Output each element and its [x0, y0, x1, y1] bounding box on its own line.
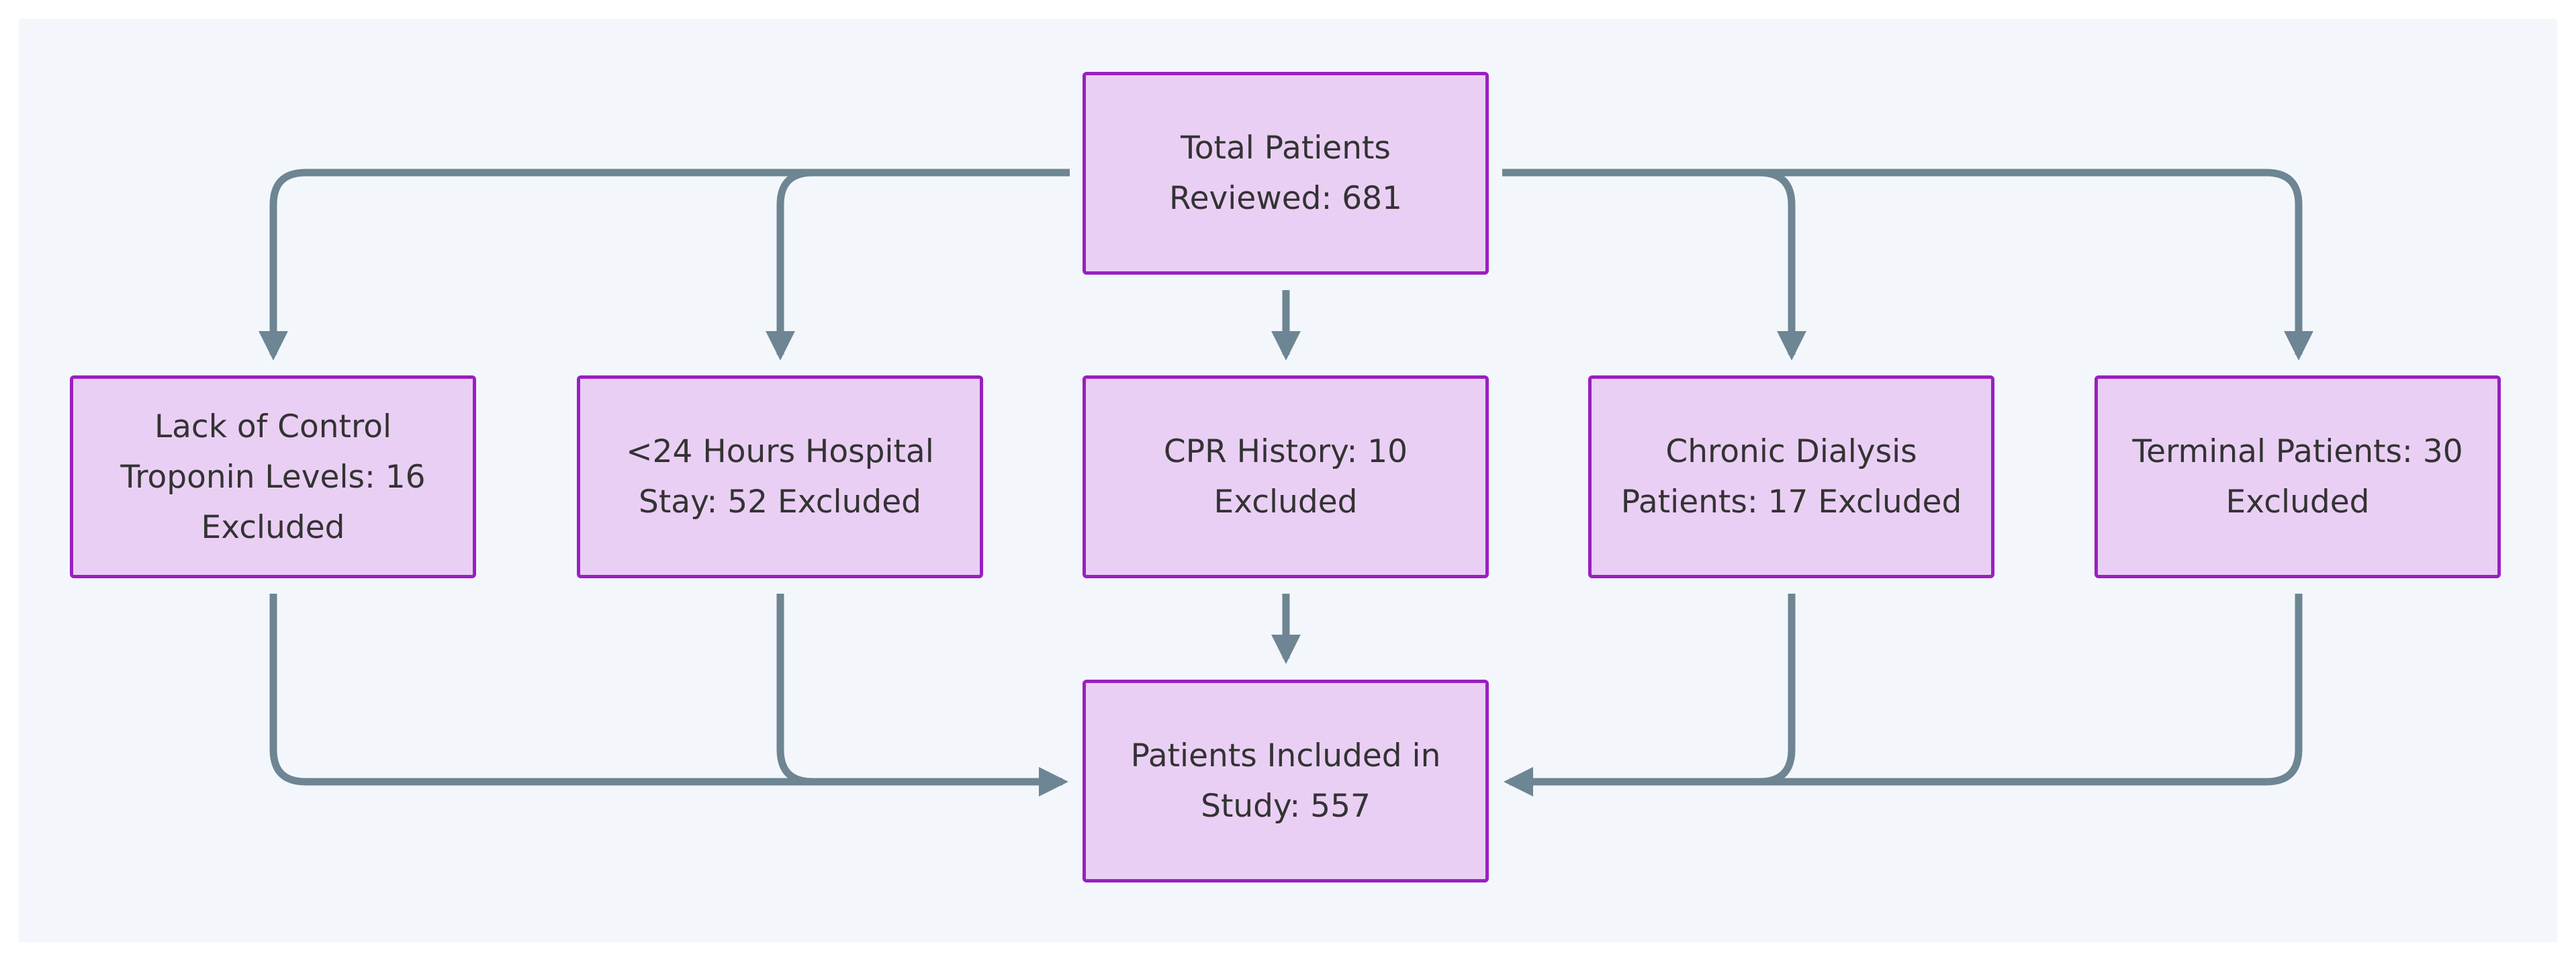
- node-dialysis-excluded: Chronic Dialysis Patients: 17 Excluded: [1588, 375, 1994, 578]
- edge-total-to-dialysis: [1502, 169, 1806, 361]
- node-patients-included-label: Patients Included in Study: 557: [1130, 737, 1441, 825]
- node-cpr-excluded-label: CPR History: 10 Excluded: [1163, 433, 1408, 520]
- node-hospital-stay-excluded-label: <24 Hours Hospital Stay: 52 Excluded: [626, 433, 934, 520]
- node-terminal-excluded: Terminal Patients: 30 Excluded: [2095, 375, 2501, 578]
- node-terminal-excluded-label: Terminal Patients: 30 Excluded: [2132, 433, 2463, 520]
- node-total-patients-label: Total Patients Reviewed: 681: [1169, 130, 1402, 217]
- edge-terminal-to-included: [1504, 594, 2303, 797]
- edge-total-to-stay: [766, 169, 1070, 361]
- node-total-patients: Total Patients Reviewed: 681: [1083, 72, 1489, 275]
- edge-stay-to-included: [776, 594, 1068, 797]
- edge-total-to-terminal: [1502, 169, 2313, 361]
- node-patients-included: Patients Included in Study: 557: [1083, 680, 1489, 882]
- node-troponin-excluded-label: Lack of Control Troponin Levels: 16 Excl…: [120, 408, 426, 546]
- edge-dialysis-to-included: [1504, 594, 1796, 797]
- edge-troponin-to-included: [269, 594, 1068, 797]
- node-hospital-stay-excluded: <24 Hours Hospital Stay: 52 Excluded: [577, 375, 983, 578]
- node-troponin-excluded: Lack of Control Troponin Levels: 16 Excl…: [70, 375, 476, 578]
- node-cpr-excluded: CPR History: 10 Excluded: [1083, 375, 1489, 578]
- node-dialysis-excluded-label: Chronic Dialysis Patients: 17 Excluded: [1620, 433, 1962, 520]
- edge-total-to-troponin: [259, 169, 1070, 361]
